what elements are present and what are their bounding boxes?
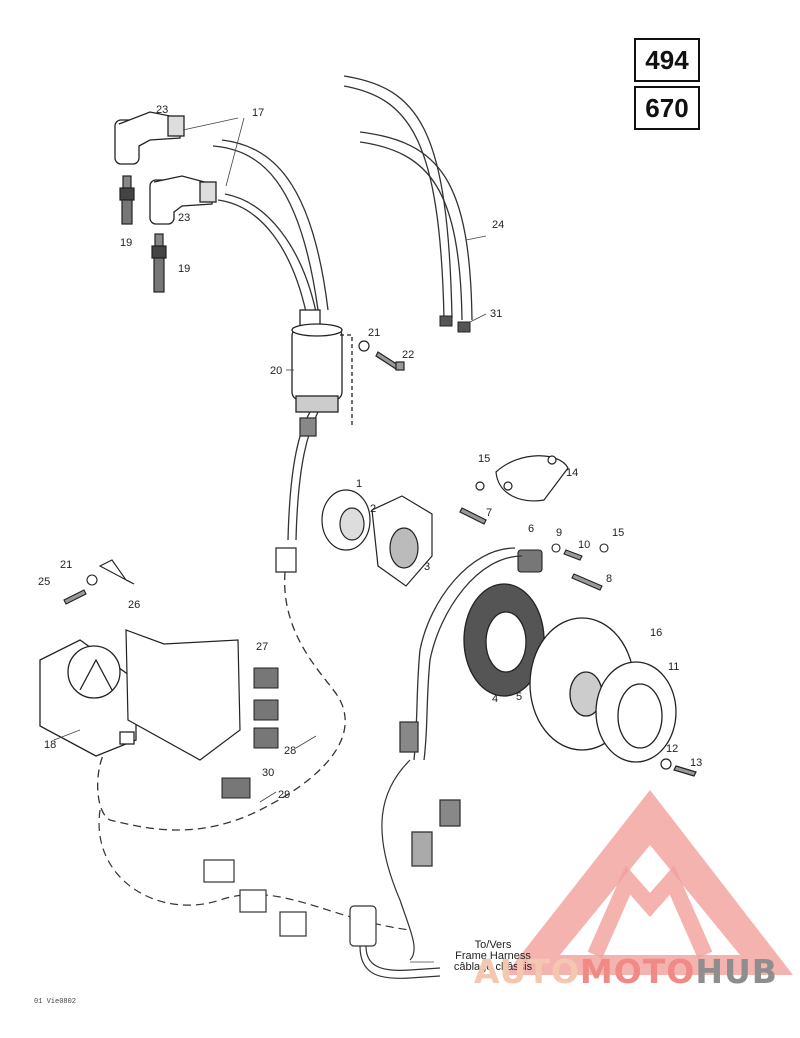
dest-line1: To/Vers [474,939,512,951]
washer-21-upper [358,340,370,352]
leader-lines [53,117,487,963]
washer-15-upper [475,481,485,491]
callout-25: 25 [38,576,50,588]
harness-to-frame [98,759,441,979]
callout-6: 6 [528,523,534,535]
watermark-part3: HUB [695,952,778,991]
callout-9: 9 [556,527,562,539]
cover-14 [495,455,569,502]
callout-17: 17 [252,107,264,119]
callout-21b: 21 [60,559,72,571]
spark-plug-cap-lower [149,175,217,225]
trigger-coil [517,549,543,573]
bracket-hardware [63,559,135,605]
callout-19b: 19 [178,263,190,275]
callout-14: 14 [566,467,578,479]
model-number-1: 494 [634,38,700,82]
callout-29: 29 [278,789,290,801]
spark-plug-cables [212,139,329,313]
dest-line2: Frame Harness [455,950,531,962]
callout-20: 20 [270,365,282,377]
callout-23b: 23 [178,212,190,224]
stator [463,583,545,697]
watermark-text: AUTOMOTOHUB [474,952,778,991]
callout-7: 7 [486,507,492,519]
screw-7 [459,507,487,525]
watermark-part2: MOTO [579,952,696,991]
hardware-small [551,543,609,591]
callout-19a: 19 [120,237,132,249]
callout-21a: 21 [368,327,380,339]
model-number-2: 670 [634,86,700,130]
flywheel-bolt [660,758,697,777]
connectors-27-30 [221,667,279,799]
watermark-logo-icon [505,790,793,975]
cdi-module [39,639,137,757]
coil-lead [97,411,346,831]
trigger-ring [595,661,677,763]
callout-12: 12 [666,743,678,755]
callout-5: 5 [516,691,522,703]
callout-10: 10 [578,539,590,551]
oil-seal [321,489,371,551]
callout-4: 4 [492,693,498,705]
mounting-bracket [125,629,241,761]
screw-22 [375,351,405,371]
callout-15b: 15 [612,527,624,539]
callout-23a: 23 [156,104,168,116]
callout-13: 13 [690,757,702,769]
spark-plug-cap-upper [114,111,185,165]
callout-26: 26 [128,599,140,611]
callout-11: 11 [668,661,679,673]
callout-18: 18 [44,739,56,751]
stator-leads [399,547,523,867]
callout-24: 24 [492,219,504,231]
spark-plug-lower [151,233,167,293]
callout-3: 3 [424,561,430,573]
cable-24 [343,75,473,321]
callout-27: 27 [256,641,268,653]
callout-22: 22 [402,349,414,361]
watermark-part1: AUTO [474,952,580,991]
spark-plug-upper [119,175,135,225]
callout-16: 16 [650,627,662,639]
connector-31 [439,315,471,333]
frame-harness-note: To/Vers Frame Harness câblage châssis [438,940,548,973]
dest-line3: câblage châssis [453,961,533,973]
callout-30: 30 [262,767,274,779]
callout-15a: 15 [478,453,490,465]
callout-31: 31 [490,308,502,320]
callout-2: 2 [370,503,376,515]
callout-1: 1 [356,478,362,490]
callout-8: 8 [606,573,612,585]
stator-housing [371,495,433,587]
ignition-coil [291,309,353,425]
callout-labels: 1 2 3 4 5 6 7 8 9 10 11 12 13 14 15 15 1… [38,104,702,801]
callout-28: 28 [284,745,296,757]
drawing-code: 01 Vie0802 [34,998,77,1006]
